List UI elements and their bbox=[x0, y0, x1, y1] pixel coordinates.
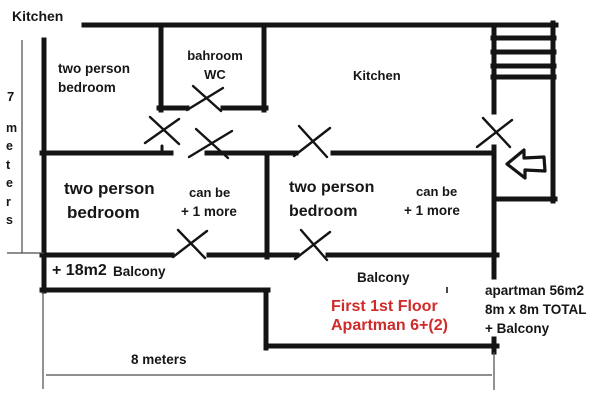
door-swing-icon-middle-right bbox=[292, 124, 332, 159]
floor-title-line1: First 1st Floor bbox=[331, 298, 438, 315]
unit-letter: m bbox=[6, 121, 18, 135]
door-swing-icon-kitchen bbox=[475, 116, 514, 149]
unit-letter: t bbox=[6, 157, 11, 172]
bathroom-label: bahroom WC bbox=[160, 46, 270, 84]
height-dimension-value: 7 bbox=[7, 89, 15, 104]
height-dimension-unit: m e t e r s bbox=[6, 121, 17, 231]
bedroom-left-note-line1: can be bbox=[189, 185, 231, 200]
bedroom-left-note-line2: + 1 more bbox=[181, 204, 237, 219]
unit-letter: r bbox=[6, 194, 11, 209]
floor-title-line2: Apartman 6+(2) bbox=[331, 317, 448, 334]
door-swing-icon-bathroom bbox=[185, 84, 225, 113]
dimension-lines bbox=[7, 40, 495, 390]
door-swing-icon-middle-left bbox=[143, 115, 181, 146]
kitchen-label: Kitchen bbox=[353, 68, 401, 83]
bedroom-left-label-line1: two person bbox=[64, 179, 155, 198]
bedroom-mid-note-line2: + 1 more bbox=[404, 203, 460, 218]
summary-line3: + Balcony bbox=[485, 321, 550, 336]
summary-line1: apartman 56m2 bbox=[485, 283, 585, 298]
width-dimension-label: 8 meters bbox=[131, 352, 187, 367]
door-swing-icon-middle-center bbox=[187, 127, 234, 160]
bathroom-label-line2: WC bbox=[204, 67, 226, 82]
bathroom-label-line1: bahroom bbox=[187, 48, 243, 63]
bedroom-mid-label-line2: bedroom bbox=[289, 203, 358, 220]
bedroom-mid-note-line1: can be bbox=[416, 184, 458, 199]
summary-line2: 8m x 8m TOTAL bbox=[485, 302, 587, 317]
bedroom-top-label-line1: two person bbox=[58, 61, 131, 76]
unit-letter: e bbox=[6, 176, 13, 191]
entrance-arrow-icon bbox=[505, 148, 547, 180]
bedroom-mid-label-line1: two person bbox=[289, 179, 375, 196]
stairs-icon bbox=[490, 35, 557, 80]
outside-kitchen-label: Kitchen bbox=[12, 8, 64, 24]
door-swing-icon-bedroom-mid-balcony bbox=[293, 228, 332, 262]
door-swing-icon-bedroom-left-balcony bbox=[171, 228, 209, 260]
unit-letter: s bbox=[6, 212, 13, 227]
door-marks bbox=[143, 84, 514, 262]
bedroom-top-label-line2: bedroom bbox=[58, 80, 116, 95]
balcony-lower-label: Balcony bbox=[357, 270, 410, 285]
balcony-upper-size-label: + 18m2 bbox=[52, 262, 107, 279]
balcony-upper-label: Balcony bbox=[113, 264, 166, 279]
unit-letter: e bbox=[6, 139, 13, 154]
bedroom-left-label-line2: bedroom bbox=[67, 203, 140, 222]
